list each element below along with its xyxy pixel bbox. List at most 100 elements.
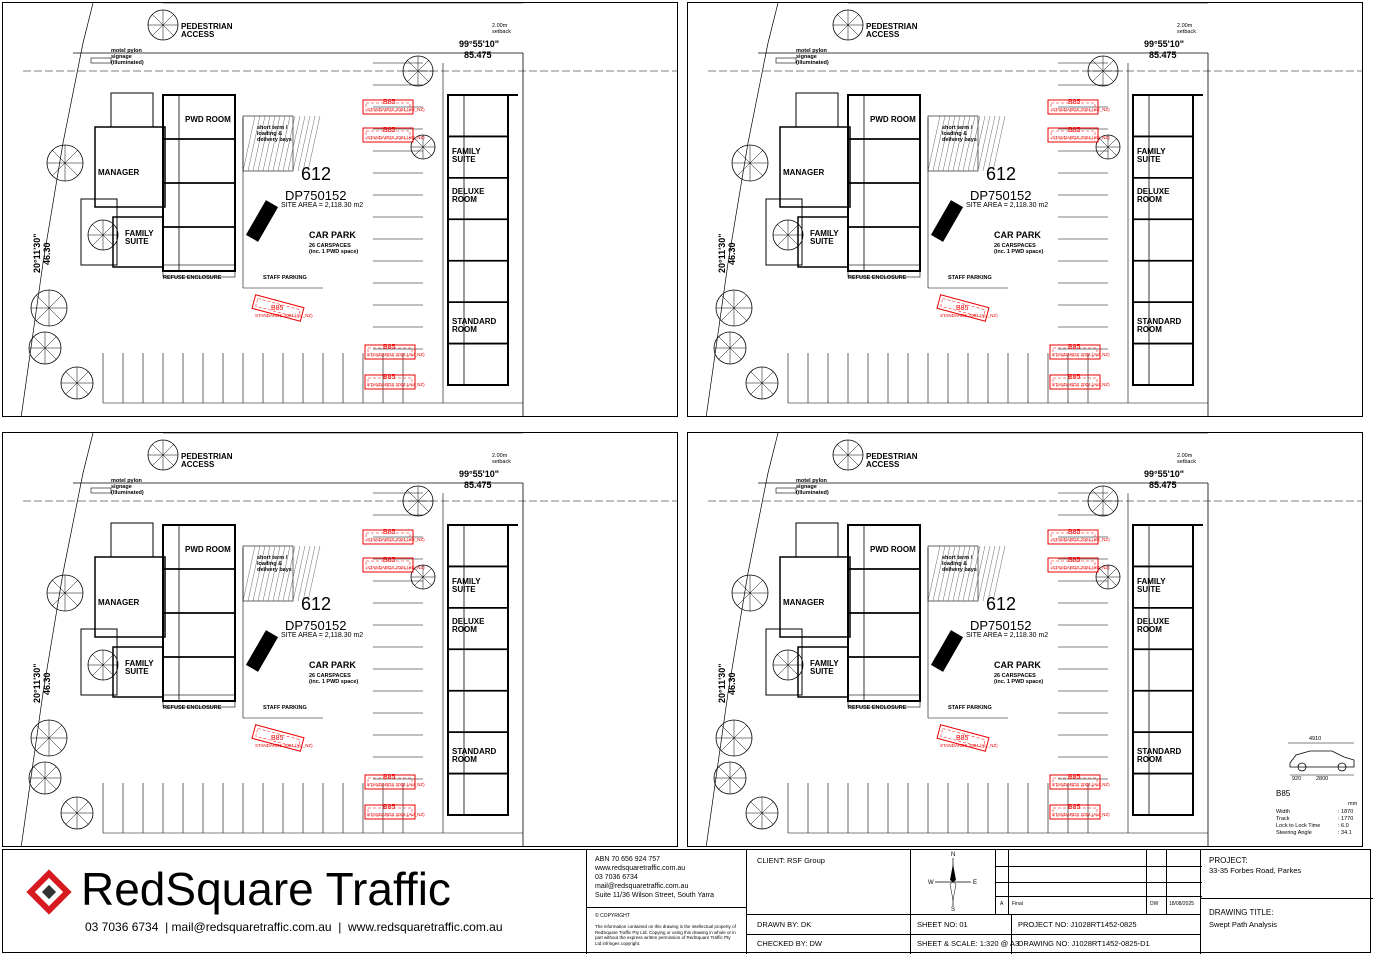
bearing-left-label: 20°11'30" [32,233,42,273]
tree-icon [28,761,62,795]
deluxe-room-label: DELUXE ROOM [452,187,485,204]
drawing-no: DRAWING NO: J1028RT1452-0825-D1 [1018,939,1150,948]
bearing-top-label: 99°55'10" [1144,39,1185,49]
manager-label: MANAGER [783,168,825,177]
site-area-label: SITE AREA = 2,118.30 m2 [966,632,1049,639]
tree-icon [1087,55,1119,87]
revision-table: A Final DW 18/08/2025 [995,850,1202,914]
vehicle-tag: B85 [1068,374,1081,381]
carspaces-label: 26 CARSPACES (inc. 1 PWD space) [994,673,1044,685]
sheet-scale: SHEET & SCALE: 1:320 @ A3 [917,939,1020,948]
vehicle-tag: B85 [383,344,396,351]
legend-row-value: : 1770 [1338,816,1354,822]
staff-parking-label: STAFF PARKING [263,275,307,281]
family-suite-right-label: FAMILY SUITE [452,577,481,594]
tree-icon [832,9,864,41]
swept-vehicle [251,294,305,322]
legend-row: Lock to Lock Time: 6.0 [1276,823,1366,829]
legend-row-value: : 1870 [1338,809,1354,815]
rev-desc: Final [1012,901,1023,907]
site-plan-drawing [3,433,677,846]
vehicle-standard-tag: STANDARDS 2004 (AU_NZ) [1052,135,1110,140]
deluxe-room-label: DELUXE ROOM [452,617,485,634]
tree-icon [28,331,62,365]
swept-vehicle [1049,774,1101,790]
pwd-room-label: PWD ROOM [870,545,916,554]
dp-label: DP750152 [970,188,1032,203]
lot-number-label: 612 [301,164,332,184]
legend-row-value: : 34.1 [1338,830,1352,836]
tree-icon [30,289,68,327]
web: www.redsquaretraffic.com.au [595,865,686,872]
tree-icon [731,574,769,612]
distance-left-label: 46.30 [42,242,52,265]
car-park-label: CAR PARK [309,660,356,670]
room-block [1132,524,1194,816]
loading-bay-hatch [927,545,1006,602]
dp-label: DP750152 [285,618,347,633]
abn: ABN 70 656 924 757 [595,856,660,863]
site-area-label: SITE AREA = 2,118.30 m2 [966,202,1049,209]
lot-number-label: 612 [986,164,1017,184]
vehicle-tag: B85 [383,774,396,781]
title-block: RedSquare Traffic 03 7036 6734 | mail@re… [2,849,1373,954]
legend-unit: mm [1348,801,1358,807]
legend-row: Width: 1870 [1276,809,1366,815]
room-block [847,524,921,702]
project-column: PROJECT: 33-35 Forbes Road, Parkes DRAWI… [1200,850,1373,954]
address: Suite 11/36 Wilson Street, South Yarra [595,892,715,899]
dp-label: DP750152 [970,618,1032,633]
setback-label: 2.00m setback [492,453,511,465]
bearing-left-label: 20°11'30" [717,233,727,273]
pedestrian-access-label: PEDESTRIAN ACCESS [866,452,918,469]
refuse-label: REFUSE ENCLOSURE [848,275,907,281]
legend-row-label: Lock to Lock Time [1276,823,1321,829]
legend-row-label: Track [1276,816,1290,822]
vehicle-standard-tag: STANDARDS 2004 (AU_NZ) [367,782,425,787]
room-block [447,94,509,386]
family-suite-left-label: FAMILY SUITE [810,229,839,246]
drawing-title-label: DRAWING TITLE: [1209,908,1274,917]
revision-column: N S E W A Final DW 18/08/2025 SHEET NO: … [910,850,1202,954]
bearing-left-label: 20°11'30" [717,663,727,703]
vehicle-standard-tag: STANDARDS 2004 (AU_NZ) [1052,565,1110,570]
legend-wheelbase: 2800 [1316,776,1329,782]
site-area-label: SITE AREA = 2,118.30 m2 [281,632,364,639]
car-park-label: CAR PARK [994,660,1041,670]
manager-label: MANAGER [783,598,825,607]
vehicle-tag: B85 [383,99,396,106]
swept-vehicle [364,374,416,390]
room-block [847,94,921,272]
site-plan-drawing [688,3,1362,416]
tree-icon [147,9,179,41]
vehicle-tag: B85 [1068,557,1081,564]
tree-icon [60,796,94,830]
swept-vehicle [362,127,414,143]
staff-parking-label: STAFF PARKING [263,705,307,711]
vehicle-tag: B85 [1068,804,1081,811]
swept-vehicle [936,294,990,322]
standard-room-label: STANDARD ROOM [1137,317,1182,334]
copyright-text: The information contained on this drawin… [595,924,736,946]
pedestrian-access-label: PEDESTRIAN ACCESS [181,22,233,39]
room-block [1132,94,1194,386]
legend-length: 4910 [1309,736,1322,742]
staff-parking-label: STAFF PARKING [948,275,992,281]
bearing-left-label: 20°11'30" [32,663,42,703]
vehicle-standard-tag: STANDARDS 2004 (AU_NZ) [1052,782,1110,787]
tree-icon [772,219,804,251]
tree-icon [745,796,779,830]
project-value: 33-35 Forbes Road, Parkes [1209,866,1302,875]
contact-line: 03 7036 6734 | mail@redsquaretraffic.com… [85,920,503,934]
vehicle-tag: B85 [383,374,396,381]
car-park-label: CAR PARK [994,230,1041,240]
family-suite-left-label: FAMILY SUITE [125,659,154,676]
refuse-label: REFUSE ENCLOSURE [163,705,222,711]
tree-icon [713,331,747,365]
vehicle-standard-tag: STANDARDS 2004 (AU_NZ) [367,537,425,542]
vehicle-tag: B85 [383,804,396,811]
checked-by: CHECKED BY: DW [757,939,823,948]
carspaces-label: 26 CARSPACES (inc. 1 PWD space) [309,673,359,685]
swept-vehicle [251,724,305,752]
